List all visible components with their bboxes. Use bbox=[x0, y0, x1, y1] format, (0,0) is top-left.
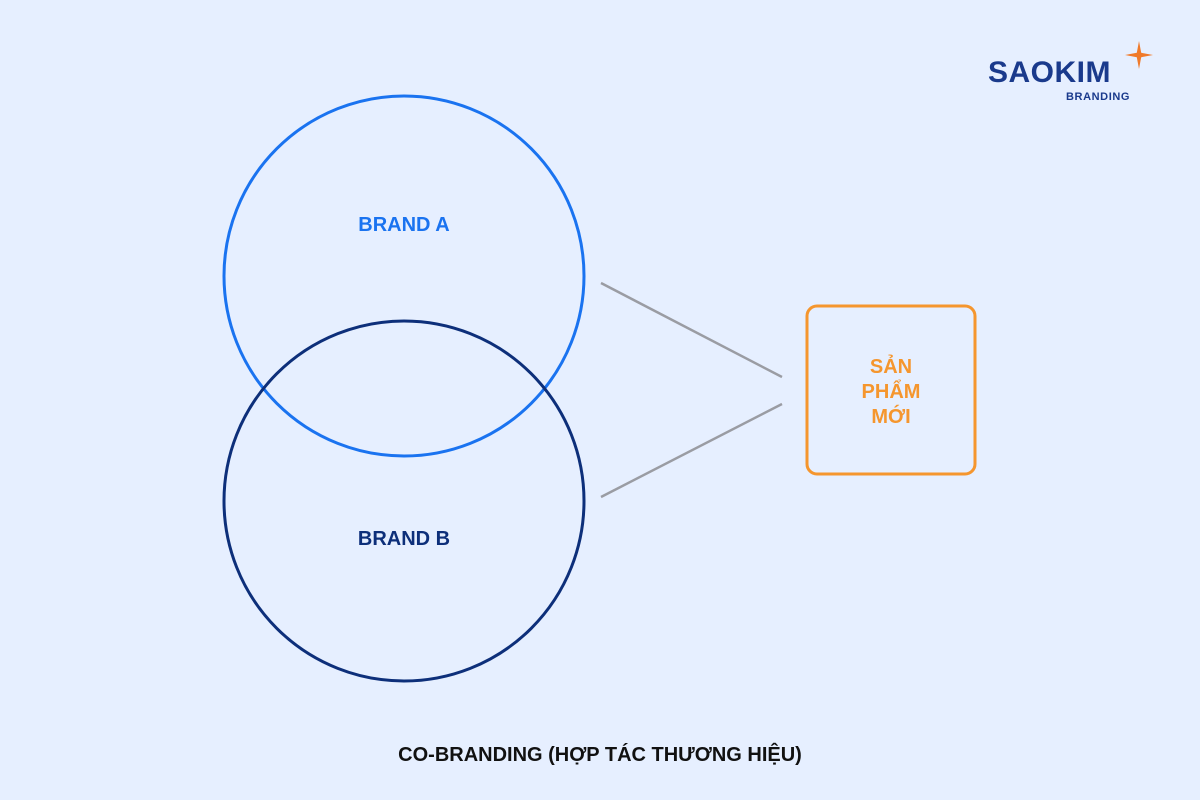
star-icon bbox=[1125, 41, 1153, 69]
new-product-box bbox=[805, 304, 977, 476]
new-product-label-line-2: PHẨM bbox=[862, 380, 921, 403]
logo-wordmark: SAOKIM bbox=[988, 56, 1111, 89]
connector-line-bottom bbox=[600, 402, 783, 499]
diagram-caption: CO-BRANDING (HỢP TÁC THƯƠNG HIỆU) bbox=[398, 742, 802, 766]
brand-b-circle bbox=[222, 319, 586, 683]
new-product-label-line-3: MỚI bbox=[871, 404, 910, 428]
logo-tagline: BRANDING bbox=[1066, 91, 1131, 103]
brand-a-label: BRAND A bbox=[358, 214, 449, 236]
saokim-logo: SAOKIM BRANDING bbox=[988, 40, 1158, 104]
brand-b-label: BRAND B bbox=[358, 528, 450, 550]
connector-line-top bbox=[600, 281, 783, 379]
brand-a-circle bbox=[222, 94, 586, 458]
new-product-label-line-1: SẢN bbox=[870, 355, 912, 378]
